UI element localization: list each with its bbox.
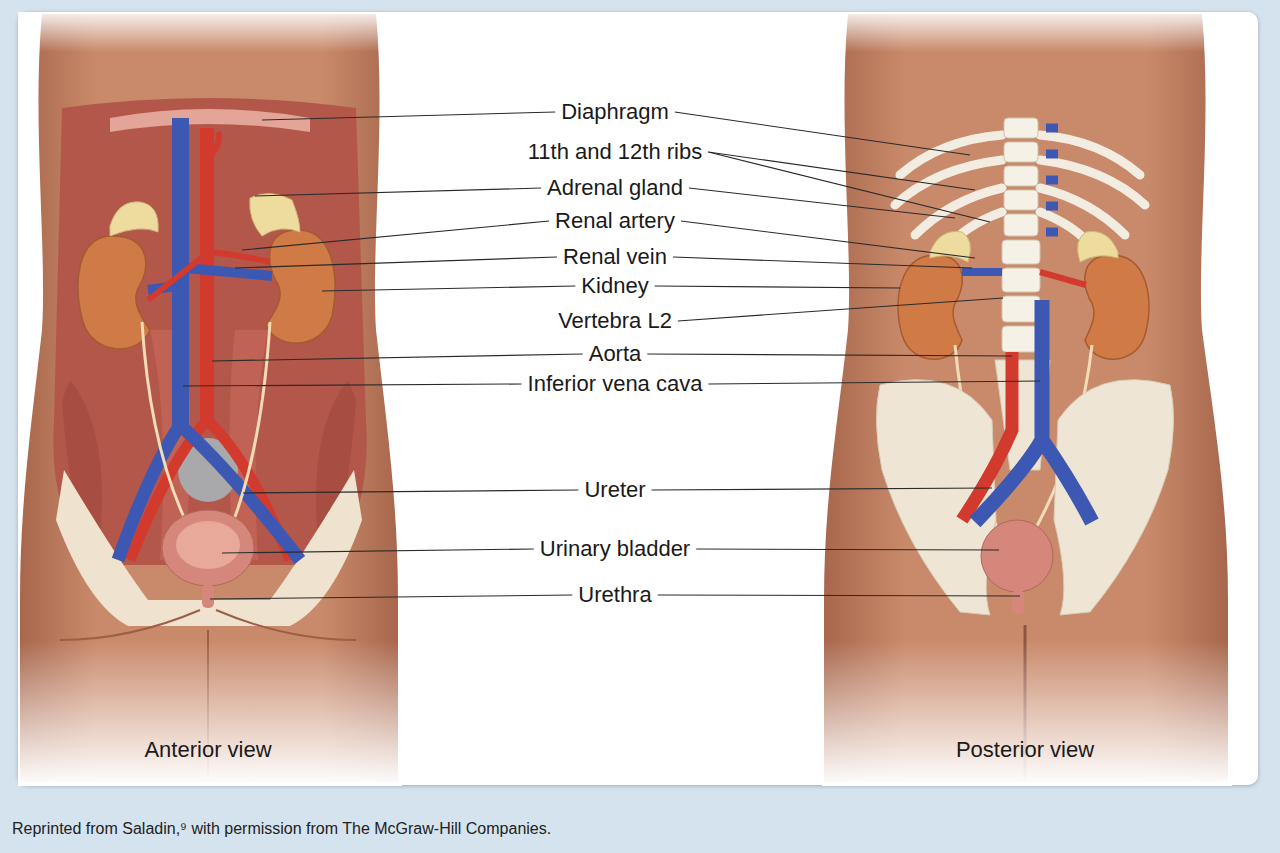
posterior-figure <box>822 12 1232 786</box>
leader-line <box>212 354 583 361</box>
illustration-shape <box>1004 190 1038 210</box>
leader-line <box>708 152 990 222</box>
leader-line <box>235 257 557 268</box>
illustration-shape <box>1004 118 1038 138</box>
adrenal-gland <box>250 193 300 236</box>
urinary-bladder <box>162 510 254 586</box>
leader-line <box>696 549 999 550</box>
renal-vessels <box>962 268 1002 276</box>
pelvis <box>876 360 1173 615</box>
kidney <box>78 236 150 349</box>
leader-line <box>242 221 549 250</box>
illustration-shape <box>1004 214 1038 236</box>
part-label: Aorta <box>589 342 642 366</box>
leader-line <box>210 595 572 599</box>
leader-line <box>708 381 1040 384</box>
fade <box>18 12 402 52</box>
part-label: Renal artery <box>555 209 675 233</box>
urethra <box>202 584 214 608</box>
part-label: 11th and 12th ribs <box>528 140 703 164</box>
fade <box>18 640 402 786</box>
kidney <box>898 255 962 359</box>
anterior-figure <box>18 12 402 786</box>
fade <box>822 12 1232 52</box>
illustration-shape <box>1002 268 1040 292</box>
part-label: Urinary bladder <box>540 537 690 561</box>
part-label: Vertebra L2 <box>558 309 672 333</box>
leader-line <box>658 595 1020 596</box>
leader-line <box>222 549 534 553</box>
body-wall <box>53 98 367 565</box>
leader-line <box>255 188 541 196</box>
illustration-shape <box>1002 326 1040 352</box>
illustration-shape <box>1004 142 1038 162</box>
leader-line <box>675 112 970 155</box>
vertebral-column <box>1002 118 1040 352</box>
renal-arteries <box>148 252 270 300</box>
leader-line <box>678 298 1003 321</box>
part-label: Inferior vena cava <box>528 372 703 396</box>
illustration-shape <box>1002 240 1040 264</box>
part-label: Kidney <box>581 274 648 298</box>
adrenal-gland <box>110 202 158 236</box>
ureters <box>142 322 270 530</box>
aorta <box>200 128 214 424</box>
leader-line <box>183 384 522 386</box>
intercostal-veins <box>1046 128 1058 232</box>
leader-line <box>655 286 900 288</box>
ribs <box>895 135 1145 250</box>
leader-line <box>673 257 972 268</box>
renal-vessels <box>1040 272 1086 285</box>
adrenal-gland <box>930 231 970 262</box>
leader-line <box>647 354 1012 356</box>
fade <box>822 640 1232 786</box>
leader-line <box>322 286 575 291</box>
leader-line <box>262 112 555 120</box>
illustration-shape <box>1004 166 1038 186</box>
leader-line <box>681 221 975 258</box>
leader-line <box>652 488 992 490</box>
illustration-shape <box>1002 296 1040 322</box>
view-label: Anterior view <box>144 738 271 762</box>
urethra <box>1012 590 1024 614</box>
part-label: Adrenal gland <box>547 176 683 200</box>
caption: Reprinted from Saladin,⁹ with permission… <box>12 820 551 838</box>
bladder-interior <box>176 521 240 569</box>
inferior-vena-cava <box>975 300 1092 522</box>
leader-line <box>708 152 975 190</box>
urinary-bladder <box>981 520 1053 592</box>
part-label: Renal vein <box>563 245 667 269</box>
leader-line <box>689 188 955 218</box>
aortic-arch-branches <box>207 132 219 160</box>
kidney <box>1085 255 1149 359</box>
view-label: Posterior view <box>956 738 1094 762</box>
part-label: Urethra <box>578 583 651 607</box>
leader-line <box>243 490 578 493</box>
adrenal-gland <box>1078 231 1118 262</box>
part-label: Diaphragm <box>561 100 669 124</box>
part-label: Ureter <box>584 478 645 502</box>
